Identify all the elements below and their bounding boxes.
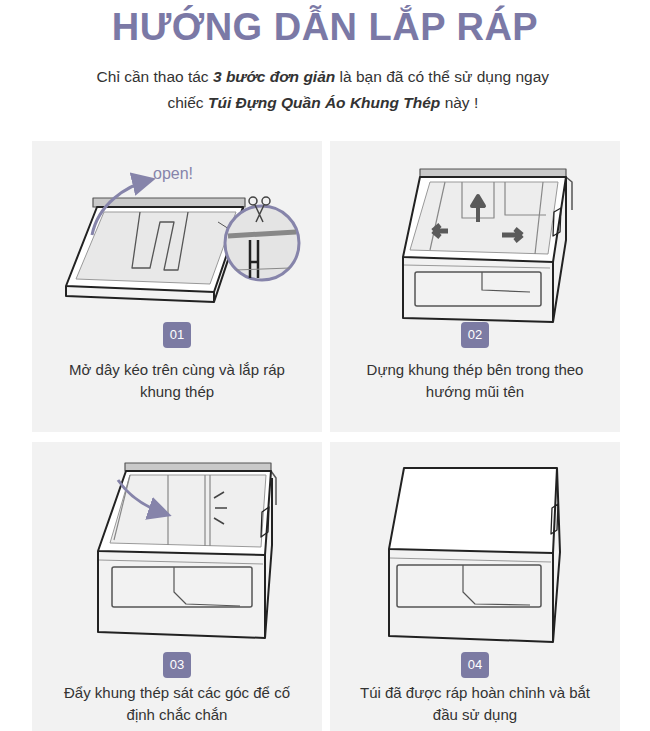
step-number-text: 04 bbox=[468, 657, 482, 672]
subtitle-part: Túi Đựng Quần Áo Khung Thép bbox=[208, 94, 440, 111]
step-number-text: 03 bbox=[170, 657, 184, 672]
subtitle-part: này ! bbox=[445, 94, 479, 111]
step-panel: Dựng khung thép bên trong theo hướng mũi… bbox=[330, 141, 620, 432]
box-open-frame bbox=[403, 169, 572, 322]
step-caption: Đẩy khung thép sát các góc để cố định ch… bbox=[52, 682, 302, 726]
step-number: 03 bbox=[163, 652, 191, 678]
subtitle-part: chiếc bbox=[167, 94, 203, 111]
step-number: 04 bbox=[461, 652, 489, 678]
step-panel: Đẩy khung thép sát các góc để cố định ch… bbox=[32, 442, 322, 731]
subtitle: Chỉ cần thao tác3 bước đơn giản là bạn đã… bbox=[30, 64, 620, 116]
box-complete bbox=[389, 468, 560, 642]
step-panel: Túi đã được ráp hoàn chỉnh và bắt đầu sử… bbox=[330, 442, 620, 731]
step-number: 02 bbox=[461, 322, 489, 348]
subtitle-part: Chỉ cần thao tác bbox=[97, 68, 209, 85]
step-number-text: 01 bbox=[170, 327, 184, 342]
step-caption: Dựng khung thép bên trong theo hướng mũi… bbox=[350, 359, 600, 403]
box-frame-pushed bbox=[98, 463, 276, 638]
title: HƯỚNG DẪN LẮP RÁP bbox=[0, 6, 650, 49]
box-flat bbox=[66, 180, 299, 302]
step-caption: Túi đã được ráp hoàn chỉnh và bắt đầu sử… bbox=[350, 682, 600, 726]
panel-grounds bbox=[32, 141, 620, 731]
step-number: 01 bbox=[163, 322, 191, 348]
step-number-text: 02 bbox=[468, 327, 482, 342]
subtitle-part: là bạn đã có thể sử dụng ngay bbox=[340, 68, 549, 85]
subtitle-part: 3 bước đơn giản bbox=[213, 68, 335, 85]
arrow-label: open! bbox=[153, 165, 193, 183]
step-panel: Mở dây kéo trên cùng và lắp ráp khung th… bbox=[32, 141, 322, 432]
step-caption: Mở dây kéo trên cùng và lắp ráp khung th… bbox=[52, 359, 302, 403]
